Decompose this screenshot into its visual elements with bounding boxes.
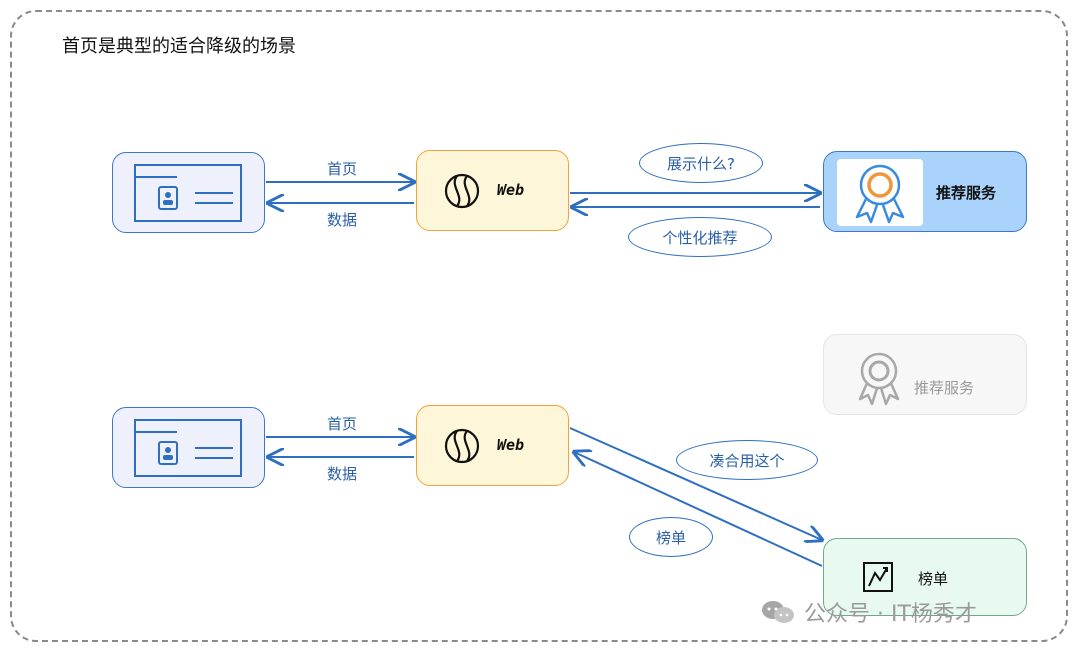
id-card-icon [134, 419, 242, 477]
bottom-response-label: 数据 [326, 465, 357, 483]
bottom-ranking-node: 榜单 [823, 538, 1027, 616]
top-request-label: 首页 [326, 160, 357, 178]
bottom-client-node [112, 407, 265, 488]
top-reply-bubble: 个性化推荐 [628, 217, 772, 257]
watermark-text: 公众号 · IT杨秀才 [804, 602, 977, 627]
bottom-fallback-arrow [569, 427, 822, 540]
top-service-label: 推荐服务 [936, 184, 997, 202]
award-medal-icon [855, 164, 905, 224]
top-response-label: 数据 [326, 211, 357, 229]
top-ask-bubble: 展示什么? [639, 143, 763, 183]
bottom-fallback-bubble: 凑合用这个 [676, 440, 818, 480]
bottom-faded-service-node: 推荐服务 [823, 334, 1027, 415]
watermark: 公众号 · IT杨秀才 [760, 596, 977, 628]
award-medal-icon [858, 352, 900, 406]
bottom-ranking-label: 榜单 [918, 570, 949, 588]
bottom-web-label: Web [497, 436, 525, 454]
diagram-title: 首页是典型的适合降级的场景 [62, 36, 296, 57]
bottom-request-label: 首页 [326, 415, 357, 433]
bottom-faded-service-label: 推荐服务 [914, 379, 975, 397]
top-service-node: 推荐服务 [823, 151, 1027, 232]
top-web-node: Web [416, 150, 569, 231]
diagram-frame [10, 10, 1068, 642]
bottom-web-node: Web [416, 405, 569, 486]
wechat-icon [762, 601, 794, 623]
globe-icon [444, 428, 480, 464]
globe-icon [444, 173, 480, 209]
chart-line-icon [863, 562, 893, 592]
bottom-return-arrow [574, 452, 823, 567]
top-web-label: Web [497, 181, 525, 199]
id-card-icon [134, 164, 242, 222]
service-icon-box [837, 159, 923, 226]
bottom-return-bubble: 榜单 [629, 517, 713, 557]
top-client-node [112, 152, 265, 233]
